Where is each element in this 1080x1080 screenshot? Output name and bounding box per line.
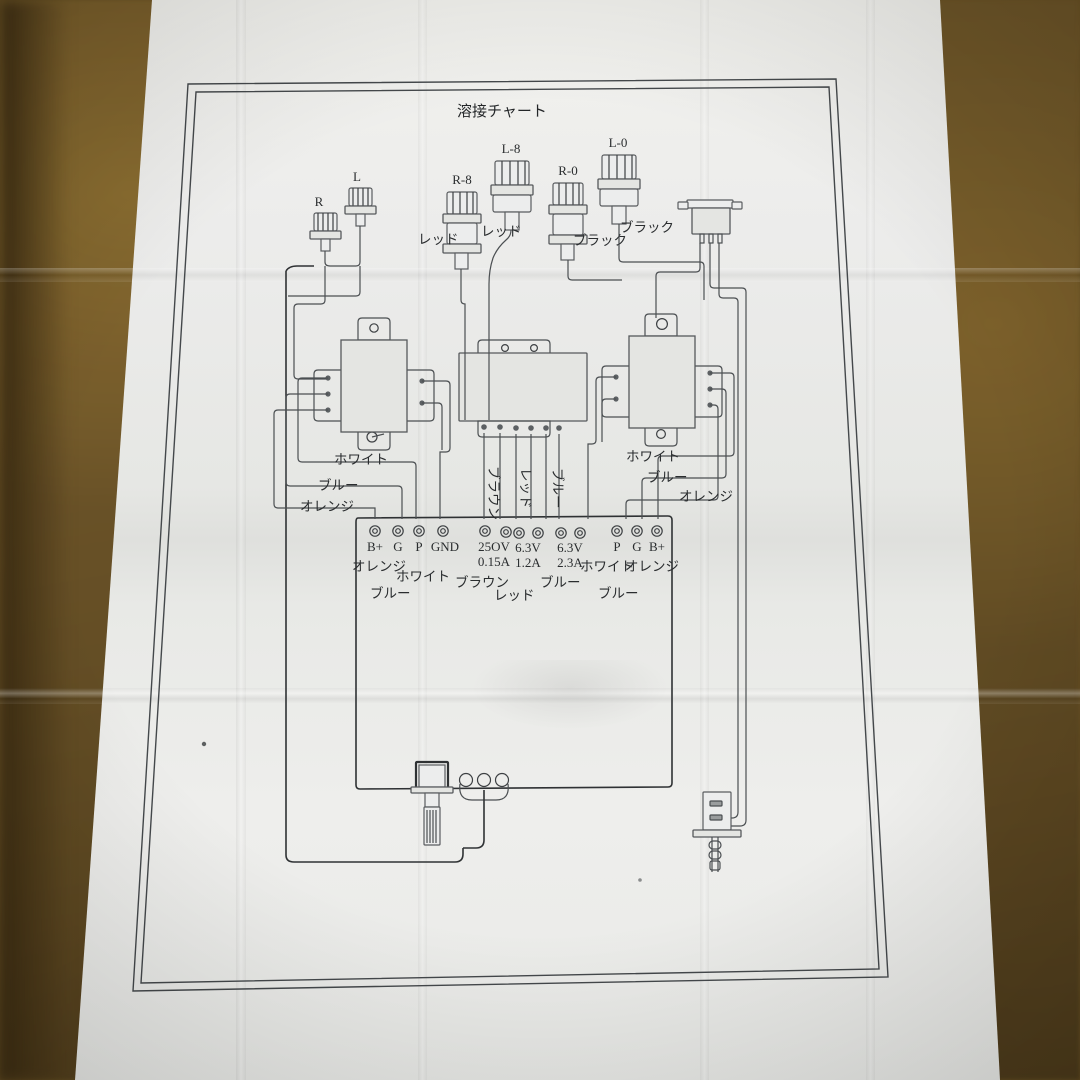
terminal-label-g-left: G [393,539,402,554]
label-right-white: ホワイト [626,449,680,465]
wire-label-black-right: ブラック [620,219,674,236]
connector-label-L-0: L-0 [609,135,628,150]
label-left-white: ホワイト [334,452,388,468]
strip-color-white-right: ホワイト [580,559,634,575]
strip-color-brown: ブラウン [455,574,509,591]
terminal-strip: B+ G P GND 25OV 6.3V 6.3V P G B+ 0.15A 1… [352,525,679,604]
diagram-border [132,78,889,992]
wire-bundle-right: ホワイト ブルー オレンジ [587,372,735,519]
strip-color-blue-center: ブルー [540,574,581,591]
connector-label-L-8: L-8 [502,141,521,156]
connector-label-R-8: R-8 [452,172,472,187]
volume-potentiometer [410,760,454,846]
connector-L: L [344,169,377,227]
label-center-blue: ブルー [549,468,566,509]
label-center-red: レッド [517,468,533,509]
connector-R: R [309,194,342,252]
connector-label-L: L [353,169,361,184]
terminal-label-250v: 25OV [478,539,510,554]
input-connector [677,199,743,244]
background-shadow-left [0,0,70,1080]
connector-R-8: R-8 レッド [418,172,482,270]
terminal-label-p-left: P [415,539,422,554]
strip-color-orange-right: オレンジ [625,559,679,575]
three-pin-connector [454,772,510,863]
terminal-eyelets [369,525,663,539]
terminal-label-g-right: G [632,539,641,554]
connector-L-8: L-8 レッド [481,141,534,240]
connector-label-R-0: R-0 [558,163,578,178]
terminal-label-p-right: P [613,539,620,554]
strip-color-white-left: ホワイト [396,569,450,585]
wire-label-red-left: レッド [418,232,459,248]
strip-color-blue-left: ブルー [370,585,411,602]
wire-bundle-left: ホワイト ブルー オレンジ [273,377,451,519]
wire-bundle-top [285,224,747,863]
terminal-label-63v-2: 6.3V [557,540,583,555]
output-transformer-left [313,317,435,451]
wire-label-black-left: ブラック [573,232,627,249]
label-center-brown: ブラウン [485,466,502,520]
paper-speck [638,878,642,882]
connector-label-R: R [315,194,324,209]
wire-label-red-right: レッド [481,224,522,240]
diagram-title: 溶接チャート [457,102,547,120]
connector-R-0: R-0 ブラック [548,163,627,261]
terminal-label-bplus-left: B+ [367,539,383,554]
terminal-label-gnd: GND [431,539,459,554]
label-left-orange: オレンジ [300,499,354,515]
label-left-blue: ブルー [318,477,359,494]
dc-jack [692,791,742,872]
label-right-orange: オレンジ [679,489,733,505]
label-right-blue: ブルー [647,469,688,486]
chassis-outline [355,515,673,790]
terminal-current-23a: 2.3A [557,555,583,570]
paper-speck [201,741,207,747]
output-transformer-right [601,313,723,447]
connector-L-0: L-0 ブラック [597,135,674,236]
wire-bundle-center: ブラウン レッド ブルー [483,433,566,520]
terminal-current-12a: 1.2A [515,555,541,570]
terminal-label-bplus-right: B+ [649,539,665,554]
strip-color-orange-left: オレンジ [352,559,406,575]
terminal-current-015a: 0.15A [478,554,511,569]
terminal-label-63v-1: 6.3V [515,540,541,555]
strip-color-blue-right: ブルー [598,585,639,602]
power-transformer [458,339,588,438]
strip-color-red: レッド [494,588,535,604]
